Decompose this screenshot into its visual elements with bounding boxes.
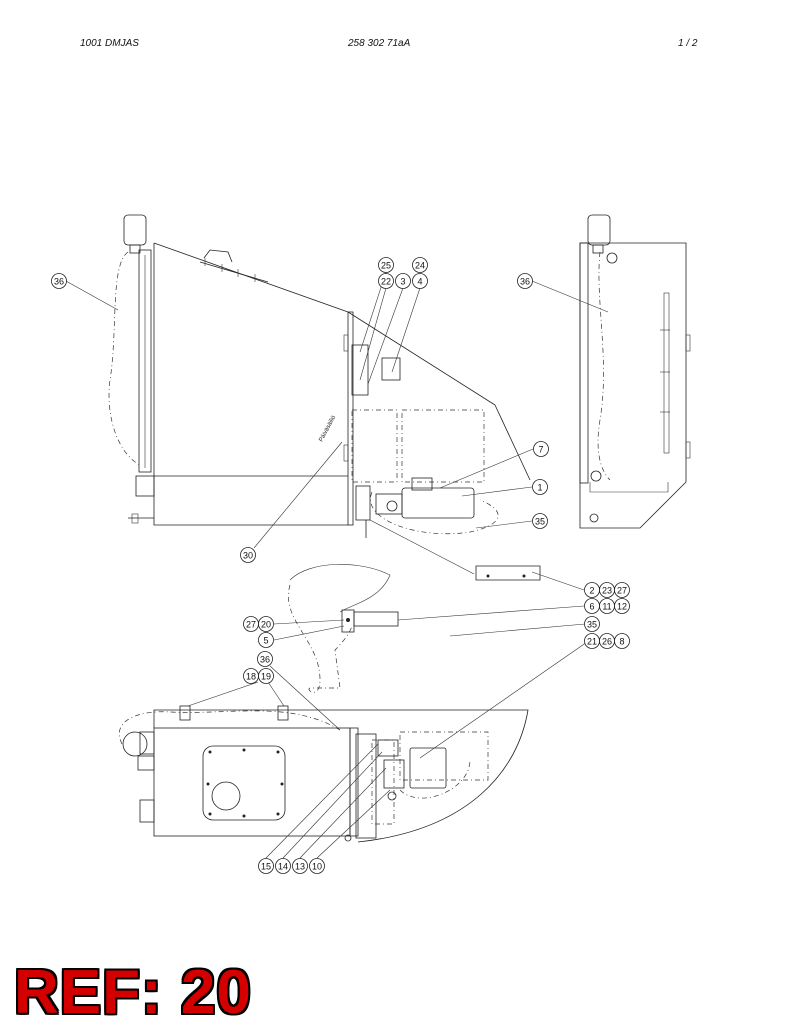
header-doc-id: 1001 DMJAS [80, 38, 139, 49]
callout-1: 1 [532, 479, 548, 495]
svg-text:18: 18 [246, 672, 256, 682]
callout-3: 3 [395, 273, 411, 289]
svg-text:3: 3 [400, 277, 405, 287]
svg-text:36: 36 [520, 277, 530, 287]
svg-text:14: 14 [278, 862, 288, 872]
header-part-number: 258 302 71aA [348, 38, 411, 49]
svg-text:4: 4 [417, 277, 422, 287]
callout-23: 23 [599, 582, 615, 598]
callout-35-middle: 35 [584, 616, 600, 632]
svg-text:27: 27 [617, 586, 627, 596]
svg-text:13: 13 [295, 862, 305, 872]
callout-19: 19 [258, 668, 274, 684]
tank-end-view [579, 214, 691, 529]
callout-11: 11 [599, 598, 615, 614]
svg-text:7: 7 [538, 445, 543, 455]
svg-text:11: 11 [602, 602, 611, 612]
callout-13: 13 [292, 858, 308, 874]
callout-27-left: 27 [243, 616, 259, 632]
callout-14: 14 [275, 858, 291, 874]
callout-30: 30 [240, 547, 256, 563]
callout-22: 22 [378, 273, 394, 289]
reference-watermark: REF: 20 [14, 958, 252, 1027]
svg-text:2: 2 [589, 586, 594, 596]
header-page-number: 1 / 2 [678, 38, 698, 49]
callout-26: 26 [599, 633, 615, 649]
callout-25: 25 [378, 257, 394, 273]
callout-24: 24 [412, 257, 428, 273]
svg-text:36: 36 [260, 655, 270, 665]
svg-text:8: 8 [619, 637, 624, 647]
tank-label: Päiväsäiliö [318, 414, 337, 443]
svg-text:27: 27 [246, 620, 256, 630]
callout-15: 15 [258, 858, 274, 874]
svg-text:35: 35 [587, 620, 597, 630]
leader-lines [65, 271, 609, 859]
callout-18: 18 [243, 668, 259, 684]
svg-text:15: 15 [261, 862, 271, 872]
callout-12: 12 [614, 598, 630, 614]
callout-36-top-left: 36 [51, 273, 67, 289]
callout-6: 6 [584, 598, 600, 614]
svg-text:23: 23 [602, 586, 612, 596]
svg-text:6: 6 [589, 602, 594, 612]
callout-35-top: 35 [532, 513, 548, 529]
callout-27-right: 27 [614, 582, 630, 598]
svg-text:35: 35 [535, 517, 545, 527]
svg-text:12: 12 [617, 602, 627, 612]
callout-5: 5 [258, 632, 274, 648]
callout-8: 8 [614, 633, 630, 649]
callout-21: 21 [584, 633, 600, 649]
tank-side-view: Päiväsäiliö [108, 214, 531, 538]
svg-text:30: 30 [243, 551, 253, 561]
callout-7: 7 [533, 441, 549, 457]
svg-text:1: 1 [537, 483, 542, 493]
svg-text:10: 10 [312, 862, 322, 872]
svg-text:21: 21 [587, 637, 597, 647]
callout-4: 4 [412, 273, 428, 289]
svg-text:25: 25 [381, 261, 391, 271]
svg-text:36: 36 [54, 277, 64, 287]
svg-text:20: 20 [261, 620, 271, 630]
tank-top-view [119, 705, 529, 843]
svg-text:26: 26 [602, 637, 612, 647]
callout-20: 20 [258, 616, 274, 632]
svg-text:22: 22 [381, 277, 391, 287]
svg-text:5: 5 [263, 636, 268, 646]
callout-10: 10 [309, 858, 325, 874]
callout-36-bottom: 36 [257, 651, 273, 667]
callout-2: 2 [584, 582, 600, 598]
svg-text:24: 24 [415, 261, 425, 271]
svg-text:19: 19 [261, 672, 271, 682]
callout-36-top-right: 36 [517, 273, 533, 289]
bracket-detail [288, 564, 541, 693]
